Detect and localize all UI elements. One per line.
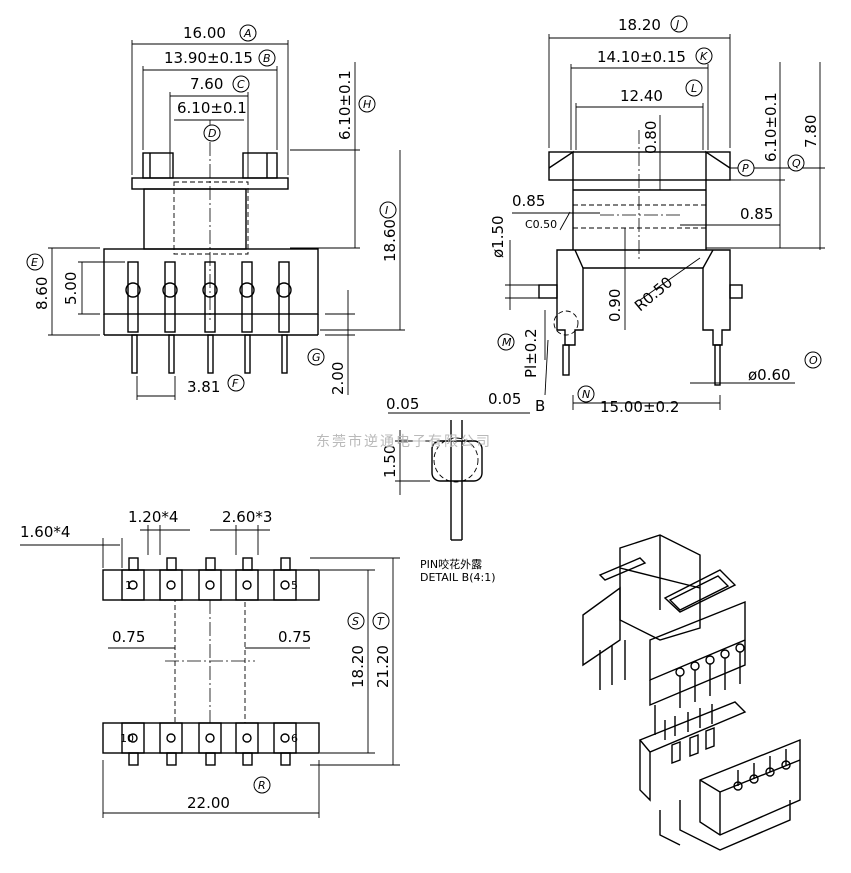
dim-a-text: 16.00 [183,24,226,42]
dim-c-text: 7.60 [190,75,223,93]
pin-label-10: 10 [120,732,134,745]
pin-label-6: 6 [291,732,298,745]
detail-dim-right: 0.05 [488,390,521,408]
front-view: 16.00 A 13.90±0.15 B 7.60 C 6.10±0.1 D 6… [26,24,405,400]
tag-d: D [208,127,216,140]
dim-j-text: 18.20 [618,16,661,34]
pin-label-5: 5 [291,579,298,592]
pin-label-1: 1 [125,579,132,592]
dim-r-text: 22.00 [187,794,230,812]
tag-b: B [263,52,271,65]
dim-s-text: 18.20 [349,645,367,688]
dim-075-left: 0.75 [112,628,145,646]
tag-j: J [674,18,679,31]
tag-g: G [312,351,321,364]
tag-t: T [377,615,385,628]
chamfer-label: C0.50 [525,218,557,231]
dim-t-text: 21.20 [374,645,392,688]
radius-label: R0.50 [631,273,676,315]
dim-q-text: 7.80 [802,115,820,148]
tag-k: K [700,50,708,63]
bottom-view: 1.60*4 1.20*4 2.60*3 0.75 0.75 18.20 S 2… [20,508,400,818]
tag-f: F [232,377,239,390]
pin-pads-bottom [121,722,297,766]
dim-n-text: 15.00±0.2 [600,398,679,416]
dim-top-text: 0.80 [642,121,660,154]
dim-o-text: ø0.60 [748,366,791,384]
dim-085-left: 0.85 [512,192,545,210]
isometric-view [582,534,801,851]
detail-dim-height: 1.50 [381,445,399,478]
pin-row-front [125,261,292,374]
tag-o: O [809,354,818,367]
dim-pitch-a: 1.20*4 [128,508,178,526]
dim-m-text: Pl±0.2 [522,328,540,378]
detail-caption-1: PIN咬花外露 [420,557,482,571]
tag-r: R [258,779,266,792]
dim-075-right: 0.75 [278,628,311,646]
dim-p-text: 6.10±0.1 [762,92,780,162]
tag-l: L [691,82,697,95]
detail-b-ref: B [535,397,545,415]
detail-dim-left: 0.05 [386,395,419,413]
tag-i: I [385,204,388,217]
detail-caption-2: DETAIL B(4:1) [420,571,496,584]
detail-b-view: 0.05 0.05 1.50 PIN咬花外露 DETAIL B(4:1) [381,390,530,584]
dim-d-text: 6.10±0.1 [177,99,247,117]
dim-g-text: 2.00 [329,362,347,395]
tag-e: E [31,256,38,269]
tag-m: M [502,336,512,349]
dim-h-text: 6.10±0.1 [336,70,354,140]
dim-b-text: 13.90±0.15 [164,49,253,67]
dim-i-text: 18.60 [381,219,399,262]
tag-s: S [352,615,359,628]
dim-l-text: 12.40 [620,87,663,105]
dim-090-text: 0.90 [606,289,624,322]
dim-pitch-small: 1.60*4 [20,523,70,541]
dim-150-text: ø1.50 [489,215,507,258]
watermark-text: 东莞市逆通电子有限公司 [316,433,492,450]
tag-n: N [582,388,590,401]
side-view: 18.20 J 14.10±0.15 K 12.40 L 0.80 6.10±0… [489,15,825,416]
tag-a: A [243,27,252,40]
dim-pitch-b: 2.60*3 [222,508,272,526]
dim-k-text: 14.10±0.15 [597,48,686,66]
dim-085-right: 0.85 [740,205,773,223]
tag-h: H [363,98,371,111]
tag-q: Q [792,157,801,170]
dim-f-text: 3.81 [187,378,220,396]
dim-e-text: 8.60 [33,277,51,310]
tag-c: C [237,78,245,91]
pin-pads-top [121,557,297,601]
dim-e2-text: 5.00 [62,272,80,305]
tag-p: P [742,162,749,175]
